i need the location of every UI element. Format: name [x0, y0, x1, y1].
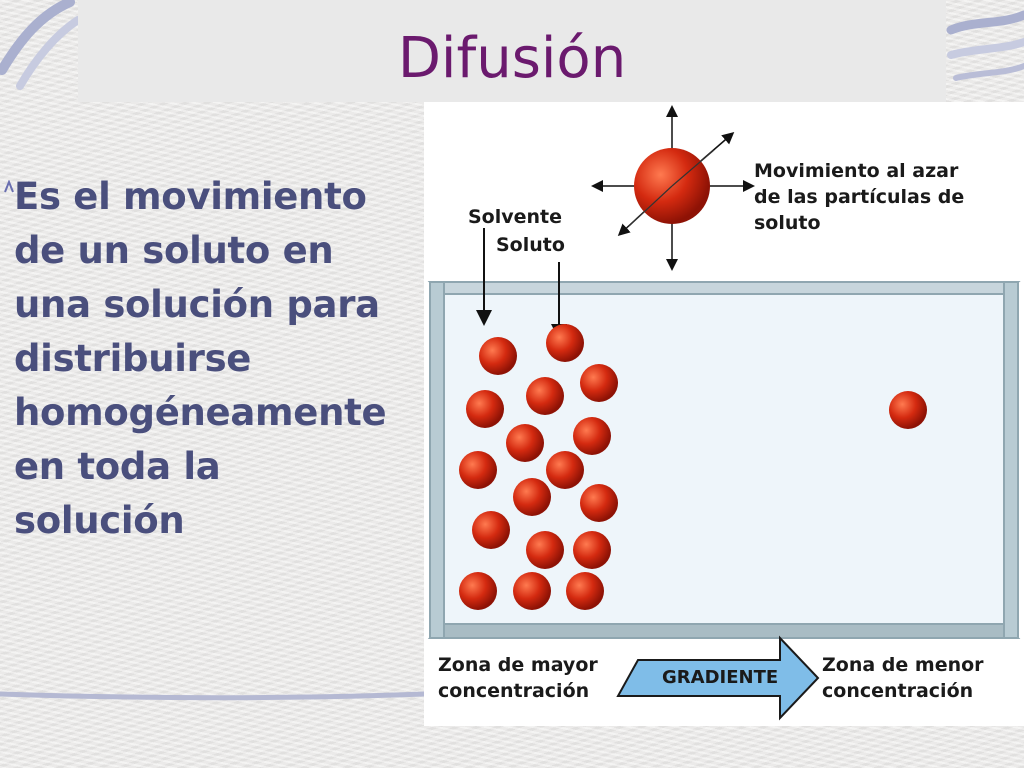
- solute-particle: [889, 391, 927, 429]
- solute-particle: [546, 451, 584, 489]
- random-motion-label: Movimiento al azar de las partículas de …: [754, 160, 965, 234]
- solvent-label: Solvente: [468, 206, 563, 228]
- definition-text: Es el movimiento de un soluto en una sol…: [14, 175, 387, 542]
- solute-particle: [472, 511, 510, 549]
- solute-particle: [573, 417, 611, 455]
- solute-particles: [459, 324, 927, 610]
- gradient-label: GRADIENTE: [662, 667, 779, 688]
- bullet-icon: [4, 180, 14, 193]
- swoosh-decoration-top-right: [946, 10, 1024, 81]
- solute-particle: [526, 531, 564, 569]
- solute-particle: [506, 424, 544, 462]
- diffusion-diagram: Movimiento al azar de las partículas de …: [424, 102, 1024, 726]
- solute-particle: [580, 484, 618, 522]
- swoosh-decoration-top-left: [0, 0, 80, 90]
- solute-particle: [573, 531, 611, 569]
- solute-particle: [566, 572, 604, 610]
- solute-particle: [459, 451, 497, 489]
- random-motion-particle: [591, 105, 755, 271]
- solute-particle: [580, 364, 618, 402]
- title-bar: Difusión: [78, 0, 946, 102]
- slide-title: Difusión: [397, 26, 627, 91]
- low-concentration-label: Zona de menor concentración: [822, 654, 984, 702]
- solute-particle: [513, 478, 551, 516]
- swoosh-decoration-bottom: [0, 691, 424, 701]
- solute-particle: [526, 377, 564, 415]
- solute-particle: [546, 324, 584, 362]
- solute-particle: [459, 572, 497, 610]
- diagram-canvas: [427, 105, 1021, 721]
- solute-particle: [513, 572, 551, 610]
- high-concentration-label: Zona de mayor concentración: [438, 654, 598, 702]
- solute-particle: [479, 337, 517, 375]
- solute-label: Soluto: [496, 234, 565, 256]
- solute-particle: [466, 390, 504, 428]
- gradient-arrow: [616, 635, 820, 721]
